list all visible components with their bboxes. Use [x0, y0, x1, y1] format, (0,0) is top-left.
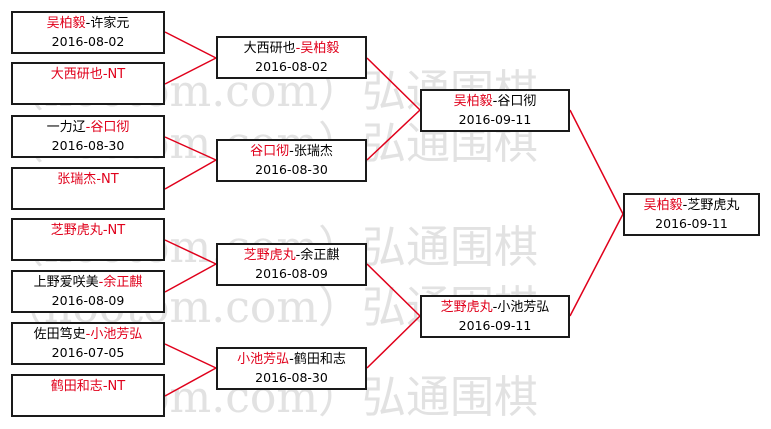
match-date: 2016-08-30 — [51, 138, 125, 153]
player-right: 谷口彻 — [90, 120, 130, 135]
player-right: 许家元 — [90, 16, 130, 31]
connector-line — [164, 239, 217, 265]
match-box-r2-1: 大西研也-吴柏毅 2016-08-02 — [216, 36, 367, 79]
vs-separator: - — [102, 67, 108, 82]
vs-separator: - — [492, 94, 498, 109]
player-left: 芝野虎丸 — [50, 223, 103, 238]
player-left: 芝野虎丸 — [440, 300, 493, 315]
vs-separator: - — [85, 327, 91, 342]
player-right: 张瑞杰 — [293, 144, 333, 159]
vs-separator: - — [102, 379, 108, 394]
match-box-r1-4: 张瑞杰-NT — [11, 167, 165, 210]
player-left: 吴柏毅 — [453, 94, 493, 109]
player-right: NT — [101, 172, 119, 187]
vs-separator: - — [96, 172, 102, 187]
player-left: 大西研也 — [243, 41, 296, 56]
match-date: 2016-08-30 — [255, 370, 328, 385]
vs-separator: - — [295, 41, 301, 56]
match-box-r1-6: 上野爱咲美-余正麒 2016-08-09 — [11, 270, 165, 313]
player-left: 吴柏毅 — [46, 16, 86, 31]
match-box-r2-2: 谷口彻-张瑞杰 2016-08-30 — [216, 139, 367, 182]
vs-separator: - — [98, 275, 104, 290]
match-date: 2016-08-02 — [51, 34, 125, 49]
connector-line — [366, 263, 421, 317]
player-left: 谷口彻 — [250, 144, 290, 159]
player-right: 小池芳弘 — [90, 327, 143, 342]
player-left: 小池芳弘 — [237, 352, 290, 367]
match-box-r3-2: 芝野虎丸-小池芳弘 2016-09-11 — [420, 295, 570, 338]
player-left: 佐田笃史 — [33, 327, 86, 342]
connector-line — [164, 343, 217, 369]
vs-separator: - — [289, 144, 294, 159]
player-right: 芝野虎丸 — [687, 198, 740, 213]
match-box-r1-8: 鹤田和志-NT — [11, 374, 165, 417]
player-left: 张瑞杰 — [57, 172, 97, 187]
connector-line — [164, 367, 217, 397]
match-date: 2016-08-09 — [51, 293, 125, 308]
connector-line — [366, 315, 421, 369]
vs-separator: - — [85, 120, 91, 135]
match-box-r2-3: 芝野虎丸-余正麒 2016-08-09 — [216, 243, 367, 286]
connector-line — [164, 57, 217, 85]
match-box-r2-4: 小池芳弘-鹤田和志 2016-08-30 — [216, 347, 367, 390]
match-date: 2016-07-05 — [51, 345, 125, 360]
player-right: NT — [107, 223, 126, 238]
match-date: 2016-09-11 — [458, 318, 532, 333]
match-box-r3-1: 吴柏毅-谷口彻 2016-09-11 — [420, 89, 570, 132]
match-box-r1-5: 芝野虎丸-NT — [11, 218, 165, 261]
connector-line — [164, 31, 217, 59]
connector-line — [164, 159, 217, 190]
connector-line — [164, 263, 217, 293]
vs-separator: - — [295, 248, 301, 263]
player-left: 鹤田和志 — [50, 379, 103, 394]
player-right: 余正麒 — [103, 275, 143, 290]
player-left: 芝野虎丸 — [243, 248, 296, 263]
match-box-r1-2: 大西研也-NT — [11, 62, 165, 105]
player-right: 谷口彻 — [497, 94, 537, 109]
connector-line — [366, 57, 421, 111]
connector-line — [569, 109, 624, 215]
match-box-final: 吴柏毅-芝野虎丸 2016-09-11 — [623, 193, 760, 236]
player-left: 一力辽 — [46, 120, 86, 135]
player-right: 余正麒 — [300, 248, 340, 263]
player-left: 吴柏毅 — [643, 198, 683, 213]
match-date: 2016-08-09 — [255, 266, 328, 281]
connector-line — [569, 213, 624, 317]
match-date: 2016-08-30 — [255, 162, 328, 177]
player-left: 上野爱咲美 — [33, 275, 99, 290]
player-right: NT — [107, 67, 126, 82]
match-date: 2016-09-11 — [655, 216, 728, 231]
vs-separator: - — [682, 198, 688, 213]
player-right: 吴柏毅 — [300, 41, 340, 56]
vs-separator: - — [492, 300, 498, 315]
vs-separator: - — [102, 223, 108, 238]
player-right: NT — [107, 379, 126, 394]
connector-line — [366, 109, 421, 161]
player-right: 小池芳弘 — [497, 300, 550, 315]
player-right: 鹤田和志 — [293, 352, 346, 367]
match-box-r1-3: 一力辽-谷口彻 2016-08-30 — [11, 115, 165, 158]
match-date: 2016-09-11 — [458, 112, 532, 127]
connector-line — [164, 136, 217, 161]
match-date: 2016-08-02 — [255, 59, 328, 74]
vs-separator: - — [85, 16, 91, 31]
vs-separator: - — [289, 352, 294, 367]
match-box-r1-1: 吴柏毅-许家元 2016-08-02 — [11, 11, 165, 54]
match-box-r1-7: 佐田笃史-小池芳弘 2016-07-05 — [11, 322, 165, 365]
player-left: 大西研也 — [50, 67, 103, 82]
